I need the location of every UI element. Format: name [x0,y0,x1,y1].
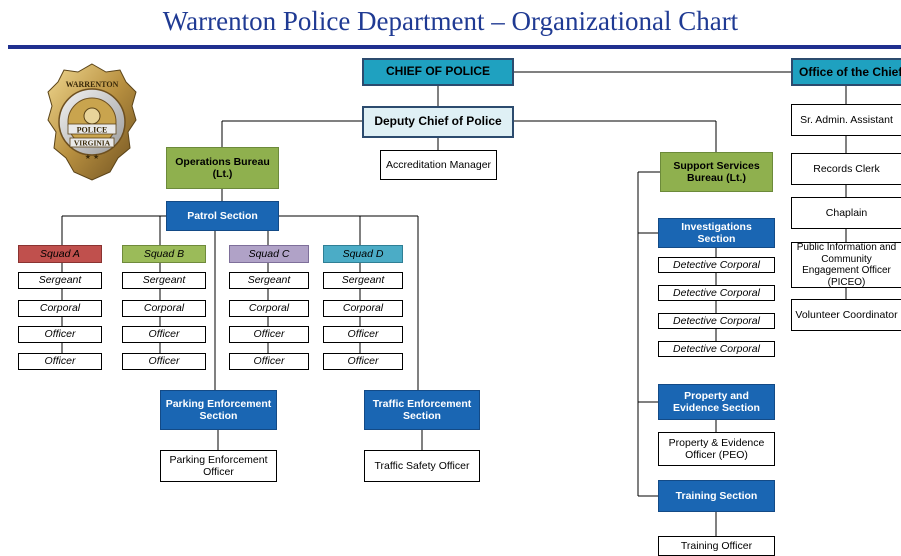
squad-d-member: Sergeant [323,272,403,289]
detective-corporal-box: Detective Corporal [658,341,775,357]
squad-c-member: Officer [229,326,309,343]
page-title: Warrenton Police Department – Organizati… [162,6,739,36]
squad-c-header: Squad C [229,245,309,263]
detective-corporal-box: Detective Corporal [658,257,775,273]
squad-b-member: Sergeant [122,272,206,289]
squad-c-member: Sergeant [229,272,309,289]
squad-c-member: Corporal [229,300,309,317]
detective-corporal-box: Detective Corporal [658,313,775,329]
squad-a-header: Squad A [18,245,102,263]
records-clerk-box: Records Clerk [791,153,901,185]
squad-a-member: Officer [18,326,102,343]
squad-b-member: Corporal [122,300,206,317]
volunteer-coordinator-box: Volunteer Coordinator [791,299,901,331]
squad-d-header: Squad D [323,245,403,263]
sr-admin-assistant-box: Sr. Admin. Assistant [791,104,901,136]
svg-text:POLICE: POLICE [77,126,108,135]
operations-bureau-box: Operations Bureau (Lt.) [166,147,279,189]
squad-d-member: Corporal [323,300,403,317]
office-of-the-chief-box: Office of the Chief [791,58,901,86]
traffic-safety-officer-box: Traffic Safety Officer [364,450,480,482]
training-officer-box: Training Officer [658,536,775,556]
svg-text:WARRENTON: WARRENTON [66,80,119,89]
svg-text:★ ★: ★ ★ [85,153,100,161]
traffic-enforcement-section-box: Traffic Enforcement Section [364,390,480,430]
squad-a-member: Corporal [18,300,102,317]
accreditation-manager-box: Accreditation Manager [380,150,497,180]
property-evidence-officer-box: Property & Evidence Officer (PEO) [658,432,775,466]
title-divider [8,45,901,49]
svg-text:VIRGINIA: VIRGINIA [74,139,111,148]
squad-d-member: Officer [323,353,403,370]
squad-b-member: Officer [122,353,206,370]
parking-enforcement-section-box: Parking Enforcement Section [160,390,277,430]
police-badge-logo: WARRENTON POLICE VIRGINIA ★ ★ [47,63,137,181]
piceo-box: Public Information and Community Engagem… [791,242,901,288]
detective-corporal-box: Detective Corporal [658,285,775,301]
chaplain-box: Chaplain [791,197,901,229]
chief-of-police-box: CHIEF OF POLICE [362,58,514,86]
investigations-section-box: Investigations Section [658,218,775,248]
patrol-section-box: Patrol Section [166,201,279,231]
squad-d-member: Officer [323,326,403,343]
property-evidence-section-box: Property and Evidence Section [658,384,775,420]
deputy-chief-box: Deputy Chief of Police [362,106,514,138]
support-services-bureau-box: Support Services Bureau (Lt.) [660,152,773,192]
squad-b-header: Squad B [122,245,206,263]
squad-a-member: Sergeant [18,272,102,289]
parking-enforcement-officer-box: Parking Enforcement Officer [160,450,277,482]
squad-c-member: Officer [229,353,309,370]
training-section-box: Training Section [658,480,775,512]
squad-a-member: Officer [18,353,102,370]
squad-b-member: Officer [122,326,206,343]
